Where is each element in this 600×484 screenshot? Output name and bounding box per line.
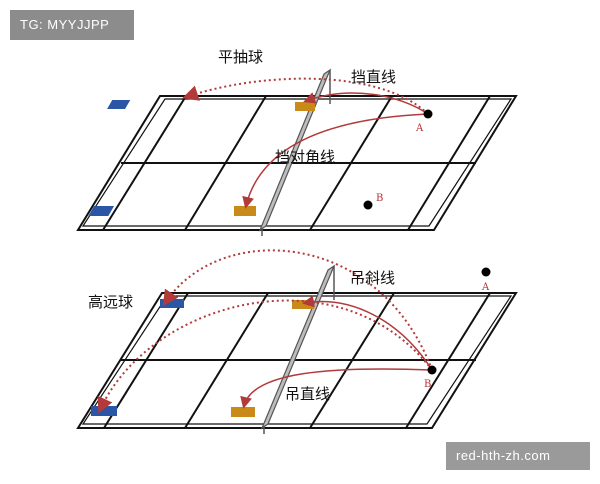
- bottom-court-short-service-line-left: [184, 292, 269, 429]
- top-player-b-dot: [363, 200, 373, 210]
- bottom-straight-drop-path: [240, 368, 433, 409]
- top-target-back-left: [107, 100, 131, 109]
- bottom-label-straight-drop: 吊直线: [285, 385, 330, 403]
- bottom-net: [260, 264, 336, 434]
- top-target-front-net-near: [234, 206, 256, 216]
- bottom-point-b-label: B: [424, 379, 431, 390]
- top-target-front-left-blue: [88, 206, 115, 216]
- watermark-bottom: red-hth-zh.com: [446, 442, 590, 470]
- bottom-player-a-dot: [481, 267, 491, 277]
- bottom-target-front-net-near: [231, 407, 255, 417]
- bottom-high-clear-far-path: [162, 249, 433, 371]
- top-court-outline: [76, 95, 518, 231]
- bottom-target-back-left: [160, 299, 184, 308]
- top-player-a-dot: [423, 109, 433, 119]
- bottom-player-b-dot: [427, 365, 437, 375]
- bottom-target-back-left-near: [91, 406, 117, 416]
- top-court-back-service-line-right: [407, 95, 491, 231]
- bottom-label-cross-drop: 吊斜线: [350, 269, 395, 287]
- top-cross-block-path: [242, 113, 429, 209]
- bottom-court: [76, 292, 518, 429]
- top-label-cross-block: 挡对角线: [275, 148, 335, 166]
- top-label-flat-drive: 平抽球: [218, 48, 263, 66]
- top-court-back-service-line-left: [102, 95, 187, 231]
- top-label-straight-block: 挡直线: [351, 68, 396, 86]
- bottom-point-a-label: A: [481, 282, 490, 293]
- top-target-front-net-far: [295, 102, 315, 111]
- bottom-court-outline: [76, 292, 518, 429]
- bottom-court-short-service-line-right: [309, 292, 395, 429]
- bottom-net-body: [260, 264, 336, 430]
- bottom-label-high-clear: 高远球: [88, 293, 133, 311]
- top-flat-drive-path: [182, 77, 429, 115]
- bottom-court-back-service-line-right: [405, 292, 491, 429]
- bottom-court-back-service-line-left: [103, 292, 189, 429]
- top-court-short-service-line-left: [184, 95, 267, 231]
- top-straight-block-path: [303, 92, 429, 115]
- top-point-b-label: B: [376, 193, 383, 204]
- top-point-a-label: A: [415, 123, 424, 134]
- bottom-cross-drop-path: [302, 295, 433, 371]
- bottom-court-inner-outline: [81, 295, 513, 425]
- watermark-top: TG: MYYJJPP: [10, 10, 134, 40]
